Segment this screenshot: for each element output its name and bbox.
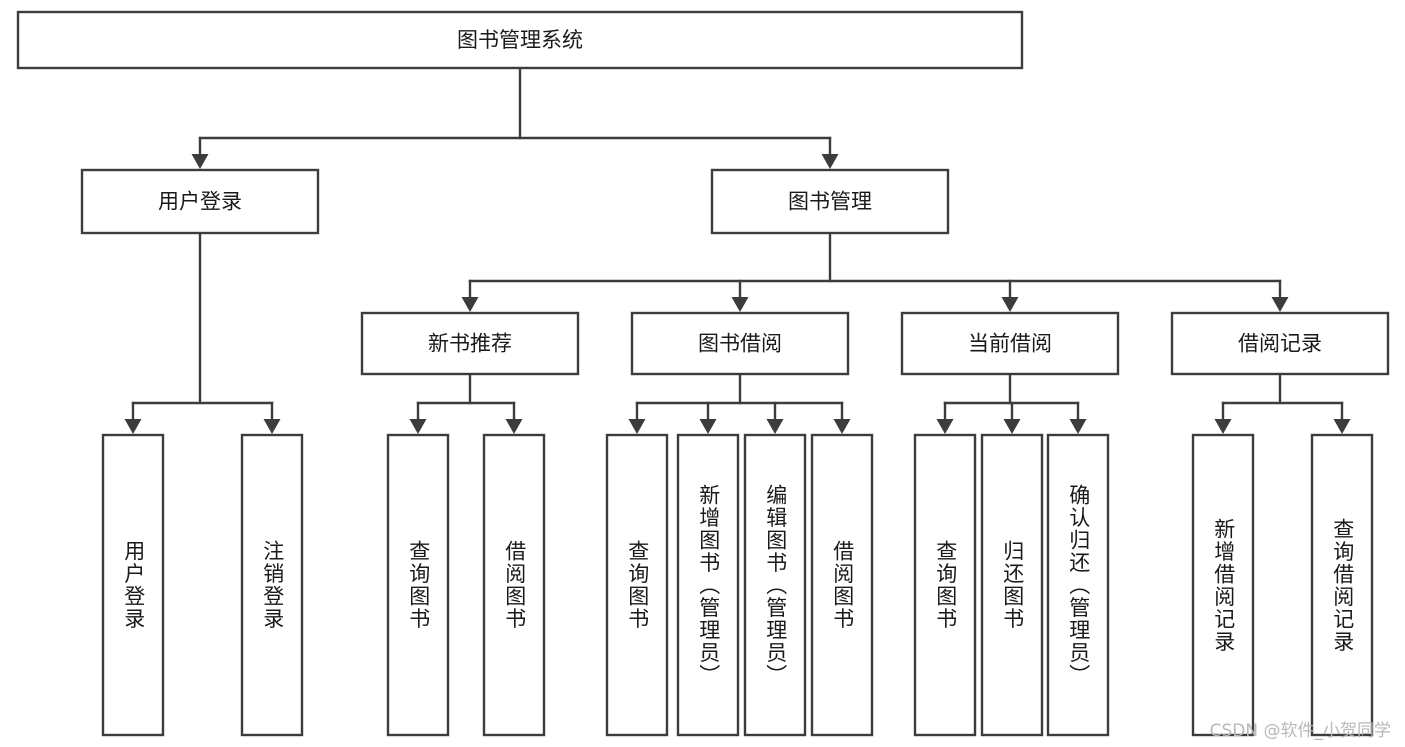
node-label-borrow-record: 借阅记录 — [1238, 332, 1322, 356]
node-box-leaf-add-record[interactable] — [1191, 433, 1255, 737]
node-box-new-book-recommend[interactable] — [360, 311, 580, 376]
arrow-head-leaf-edit-book — [766, 419, 784, 434]
arrow-head-leaf-borrow-book — [833, 419, 851, 434]
node-box-book-borrow[interactable] — [630, 311, 850, 376]
node-label-leaf-query-book-current: 查询图书 — [933, 540, 958, 630]
arrow-head-book-manage — [821, 154, 839, 169]
node-label-leaf-query-book-borrow: 查询图书 — [625, 540, 650, 630]
arrow-head-leaf-borrow-book-rec — [505, 419, 523, 434]
node-label-leaf-borrow-book: 借阅图书 — [830, 540, 855, 630]
edges-layer — [124, 66, 1351, 434]
watermark-text: CSDN @软件_小贺同学 — [1209, 721, 1391, 741]
node-label-leaf-borrow-book-rec: 借阅图书 — [502, 540, 527, 630]
node-box-leaf-query-book-rec[interactable] — [386, 433, 450, 737]
arrow-head-leaf-query-record — [1333, 419, 1351, 434]
arrow-head-leaf-add-record — [1214, 419, 1232, 434]
arrow-head-user-login — [191, 154, 209, 169]
node-box-current-borrow[interactable] — [900, 311, 1120, 376]
arrow-head-leaf-return-book — [1003, 419, 1021, 434]
arrow-head-leaf-user-login — [124, 419, 142, 434]
node-label-leaf-edit-book: 编辑图书（管理员） — [763, 483, 788, 687]
node-box-leaf-query-book-borrow[interactable] — [605, 433, 669, 737]
node-box-root[interactable] — [16, 10, 1024, 70]
node-box-leaf-query-record[interactable] — [1310, 433, 1374, 737]
node-label-leaf-user-login: 用户登录 — [121, 540, 146, 630]
node-box-borrow-record[interactable] — [1170, 311, 1390, 376]
boxes-layer — [16, 10, 1390, 737]
node-box-book-manage[interactable] — [710, 168, 950, 235]
node-label-leaf-query-record: 查询借阅记录 — [1330, 517, 1355, 653]
node-box-leaf-add-book[interactable] — [676, 433, 740, 737]
node-box-leaf-edit-book[interactable] — [743, 433, 807, 737]
arrow-head-leaf-query-book-borrow — [628, 419, 646, 434]
node-box-leaf-borrow-book-rec[interactable] — [482, 433, 546, 737]
arrow-head-new-book-recommend — [461, 297, 479, 312]
arrow-head-leaf-add-book — [699, 419, 717, 434]
arrow-head-book-borrow — [731, 297, 749, 312]
node-label-user-login: 用户登录 — [158, 190, 242, 214]
node-box-leaf-user-logout[interactable] — [240, 433, 304, 737]
arrow-head-leaf-confirm-return — [1069, 419, 1087, 434]
node-box-leaf-user-login[interactable] — [101, 433, 165, 737]
arrow-head-leaf-query-book-rec — [409, 419, 427, 434]
node-label-leaf-add-book: 新增图书（管理员） — [696, 483, 721, 687]
node-label-leaf-query-book-rec: 查询图书 — [406, 540, 431, 630]
node-label-book-manage: 图书管理 — [788, 190, 872, 214]
node-label-new-book-recommend: 新书推荐 — [428, 332, 512, 356]
node-box-user-login[interactable] — [80, 168, 320, 235]
node-label-leaf-return-book: 归还图书 — [1000, 540, 1025, 630]
node-label-current-borrow: 当前借阅 — [968, 332, 1052, 356]
node-box-leaf-confirm-return[interactable] — [1046, 433, 1110, 737]
arrow-head-leaf-query-book-current — [936, 419, 954, 434]
node-box-leaf-borrow-book[interactable] — [810, 433, 874, 737]
arrow-head-current-borrow — [1001, 297, 1019, 312]
arrow-head-borrow-record — [1271, 297, 1289, 312]
node-label-book-borrow: 图书借阅 — [698, 332, 782, 356]
node-label-leaf-add-record: 新增借阅记录 — [1211, 517, 1236, 653]
node-label-root: 图书管理系统 — [457, 28, 583, 52]
node-box-leaf-return-book[interactable] — [980, 433, 1044, 737]
node-box-leaf-query-book-current[interactable] — [913, 433, 977, 737]
node-label-leaf-confirm-return: 确认归还（管理员） — [1066, 483, 1091, 687]
node-label-leaf-user-logout: 注销登录 — [260, 540, 285, 630]
arrow-head-leaf-user-logout — [263, 419, 281, 434]
